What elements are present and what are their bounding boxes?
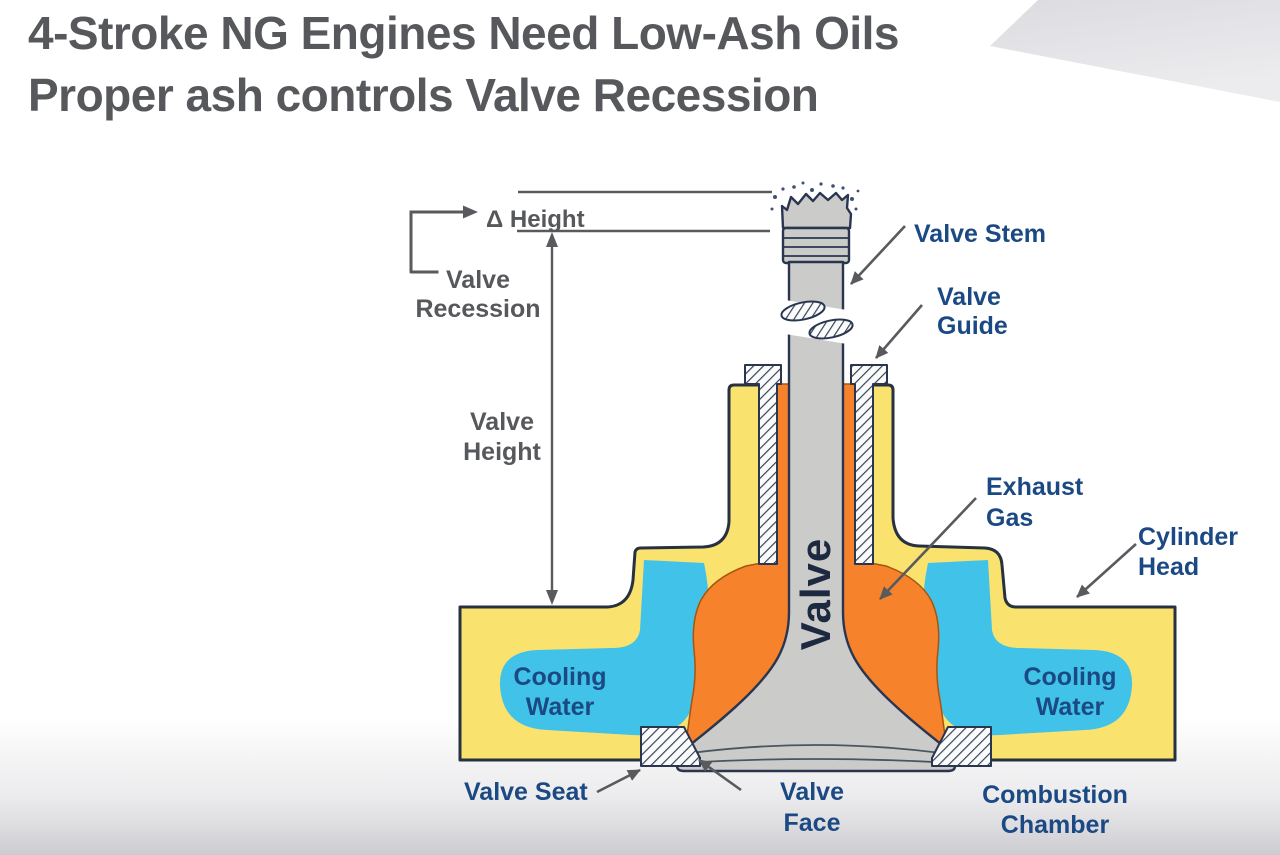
valve-shape: [675, 260, 957, 773]
slide-title-line2: Proper ash controls Valve Recession: [28, 69, 819, 121]
combustion-chamber-label: Combustion Chamber: [982, 781, 1128, 839]
valve-head-contour-line: [690, 744, 942, 754]
valve-stem-arrow: [850, 225, 906, 285]
valve-guide-label: Valve Guide: [937, 283, 1008, 340]
slide-title: 4-Stroke NG Engines Need Low-Ash Oils Pr…: [28, 2, 1178, 126]
valve-recession-bracket: [409, 205, 478, 274]
cylinder-head-arrow: [1076, 543, 1137, 598]
valve-stem-label: Valve Stem: [914, 220, 1047, 248]
valve-height-label: Valve Height: [463, 408, 541, 466]
exhaust-gas-arrow: [879, 497, 977, 600]
cooling-water-right-label: Cooling Water: [1023, 663, 1117, 721]
valve-guide-left-shape: [744, 364, 782, 565]
stem-break-lens: [808, 318, 854, 340]
valve-guide-right-shape: [850, 364, 888, 565]
valve-seat-arrow: [596, 768, 641, 794]
valve-tip-shape: [780, 191, 853, 230]
cooling-water-left-label: Cooling Water: [513, 663, 607, 721]
valve-rotated-label: Valve: [792, 537, 839, 651]
cooling-water-left-shape: [499, 560, 709, 736]
slide-title-line1: 4-Stroke NG Engines Need Low-Ash Oils: [28, 7, 900, 59]
cooling-water-right-shape: [923, 560, 1133, 736]
valve-seat-right-shape: [931, 726, 992, 767]
cylinder-head-label: Cylinder Head: [1138, 523, 1239, 581]
stem-break-lens: [780, 300, 826, 322]
valve-recession-label: Valve Recession: [415, 266, 541, 323]
valve-seat-label: Valve Seat: [464, 778, 588, 806]
valve-height-dimension: [546, 232, 558, 605]
valve-face-label: Valve Face: [780, 778, 844, 837]
exhaust-gas-label: Exhaust Gas: [986, 473, 1084, 532]
valve-head-contour-line: [679, 758, 953, 764]
valve-tip-wear-specks: [770, 181, 860, 211]
valve-guide-arrow: [875, 304, 923, 359]
valve-face-arrow: [698, 758, 742, 792]
delta-height-label: Δ Height: [486, 206, 585, 233]
background-wedge: [990, 0, 1280, 102]
valve-collar-shape: [781, 226, 851, 265]
